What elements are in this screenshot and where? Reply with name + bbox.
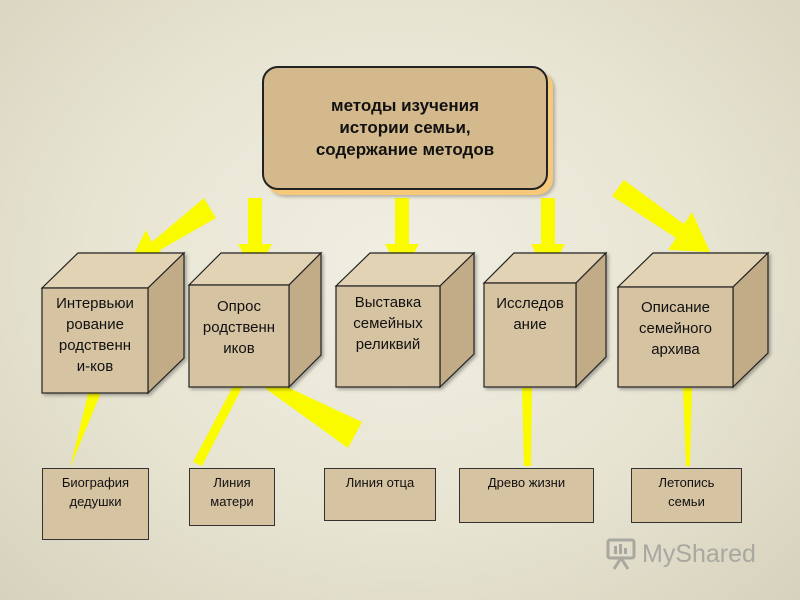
method-label-5: Описание семейного архива — [639, 299, 712, 358]
result-box-5: Летопись семьи — [631, 468, 742, 523]
result-box-3: Линия отца — [324, 468, 436, 521]
title-box: методы изучения истории семьи, содержани… — [262, 66, 548, 190]
result-box-1: Биография дедушки — [42, 468, 149, 540]
cube-3 — [334, 251, 476, 389]
method-label-1: Интервьюи рование родственн и-ков — [56, 295, 134, 375]
cube-2 — [187, 251, 323, 389]
arrow-to-method-1 — [130, 198, 216, 262]
arrow-to-result-3 — [262, 378, 362, 448]
result-box-2: Линия матери — [189, 468, 275, 526]
presentation-board-icon — [606, 538, 636, 570]
title-line-3: содержание методов — [315, 140, 495, 159]
method-label-2: Опрос родственн иков — [202, 298, 276, 357]
arrow-to-result-4 — [522, 388, 532, 466]
cube-1 — [40, 251, 186, 395]
method-label-4: Исследов ание — [496, 295, 564, 333]
watermark-text: MyShared — [642, 539, 756, 568]
method-label-3: Выставка семейных реликвий — [353, 294, 423, 353]
title-line-2: истории семьи, — [339, 118, 471, 137]
cube-5 — [616, 251, 770, 389]
myshared-logo: MyShared — [606, 536, 756, 572]
title-line-1: методы изучения — [331, 96, 479, 115]
result-box-4: Древо жизни — [459, 468, 594, 523]
arrow-to-result-5 — [683, 388, 692, 466]
bottom-arrows — [70, 377, 692, 468]
arrow-to-result-2 — [193, 377, 246, 466]
arrow-to-result-1 — [70, 390, 100, 468]
arrow-to-method-5 — [612, 180, 710, 252]
cube-4 — [482, 251, 608, 389]
